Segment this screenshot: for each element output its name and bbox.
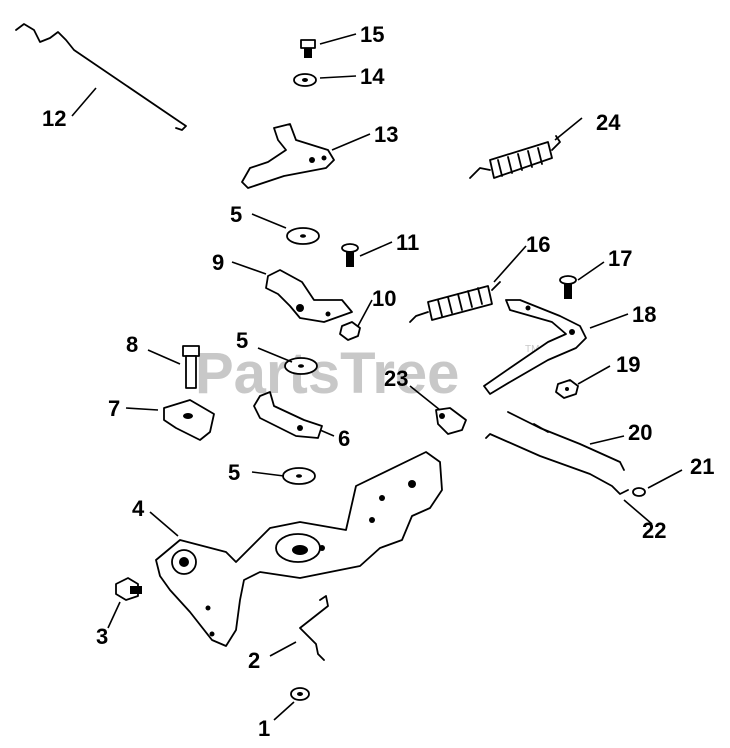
part-11-screw	[341, 243, 359, 267]
part-20-rod	[507, 411, 625, 471]
part-1-nut	[290, 687, 310, 701]
callout-18: 18	[632, 302, 656, 327]
part-21-nut	[632, 487, 646, 497]
part-16-spring	[409, 281, 501, 323]
callout-4: 4	[132, 496, 145, 521]
part-18-bracket	[483, 299, 587, 395]
callout-2: 2	[248, 648, 260, 673]
callout-7: 7	[108, 396, 120, 421]
part-7-plate	[163, 399, 215, 441]
callout-8: 8	[126, 332, 138, 357]
part-3-bolt	[115, 577, 142, 601]
callout-5-a: 5	[230, 202, 242, 227]
callout-1: 1	[258, 716, 270, 741]
callout-19: 19	[616, 352, 640, 377]
callout-16: 16	[526, 232, 550, 257]
callout-22: 22	[642, 518, 666, 543]
callout-13: 13	[374, 122, 398, 147]
callout-3: 3	[96, 624, 108, 649]
part-13-lever	[241, 123, 335, 189]
part-23-clip	[435, 407, 467, 435]
part-2-spring	[299, 595, 329, 661]
callout-14: 14	[360, 64, 385, 89]
part-9-lever	[265, 269, 353, 323]
watermark-text: PartsTree	[195, 341, 459, 406]
leader-lines	[71, 33, 683, 721]
part-22-rod	[485, 433, 629, 495]
callout-11: 11	[396, 230, 419, 255]
callout-15: 15	[360, 22, 384, 47]
callout-labels: 15 14 13 12 24 5 11 9 10 16 17 18 19 8 5…	[42, 22, 714, 741]
part-10-nut	[339, 321, 361, 341]
part-24-spring	[469, 135, 561, 179]
callout-12: 12	[42, 106, 66, 131]
callout-6: 6	[338, 426, 350, 451]
callout-17: 17	[608, 246, 632, 271]
watermark-trademark: TM	[525, 344, 539, 355]
part-19-nut	[555, 379, 579, 399]
part-5-washer-b	[284, 357, 318, 375]
part-8-bolt	[182, 345, 200, 389]
part-15-bolt	[300, 39, 316, 58]
callout-23: 23	[384, 366, 408, 391]
part-17-screw	[559, 275, 577, 299]
callout-20: 20	[628, 420, 652, 445]
callout-5-c: 5	[228, 460, 240, 485]
callout-24: 24	[596, 110, 621, 135]
callout-9: 9	[212, 250, 224, 275]
part-14-washer	[293, 73, 317, 87]
part-5-washer-a	[286, 227, 320, 245]
callout-5-b: 5	[236, 328, 248, 353]
callout-21: 21	[690, 454, 714, 479]
part-6-link	[253, 391, 323, 439]
part-5-washer-c	[282, 467, 316, 485]
part-4-main-bracket	[155, 451, 443, 647]
callout-10: 10	[372, 286, 396, 311]
part-12-governor-rod	[15, 23, 187, 131]
